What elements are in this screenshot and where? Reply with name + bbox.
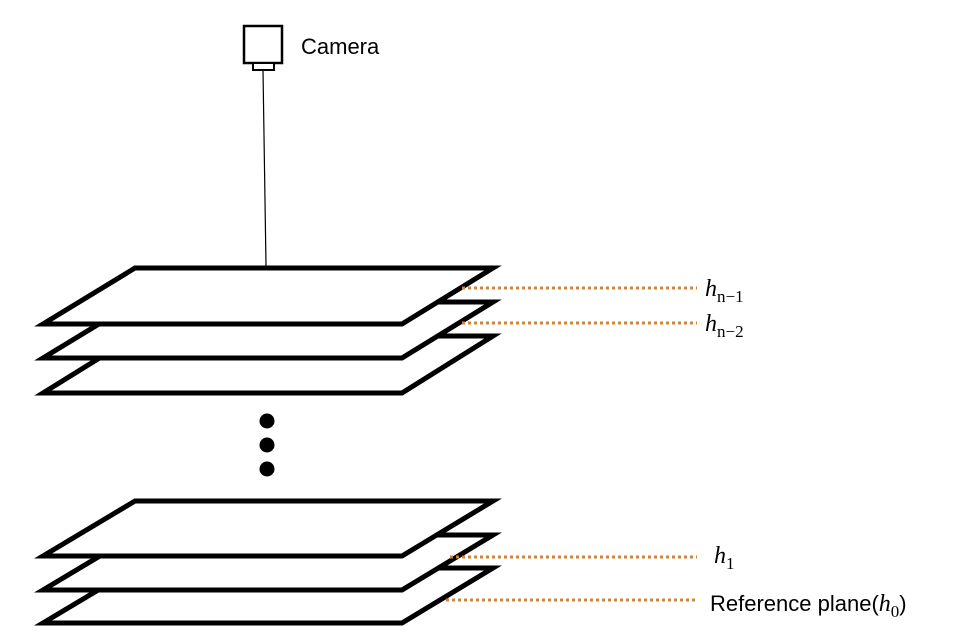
camera-icon	[242, 24, 284, 71]
label-h-1: h1	[714, 543, 735, 573]
label-h-n-2: hn−2	[705, 311, 744, 341]
lower-plane-stack	[33, 498, 502, 626]
upper-plane-stack	[34, 265, 502, 396]
leader-lines	[446, 286, 697, 602]
plane-n-1	[34, 265, 502, 327]
camera-label: Camera	[301, 34, 380, 59]
label-reference-plane: Reference plane(h0)	[710, 591, 907, 621]
camera-sight-line	[262, 69, 267, 267]
label-h-n-1: hn−1	[705, 276, 744, 306]
ellipsis-dots	[259, 413, 275, 477]
plane-2	[33, 498, 502, 559]
